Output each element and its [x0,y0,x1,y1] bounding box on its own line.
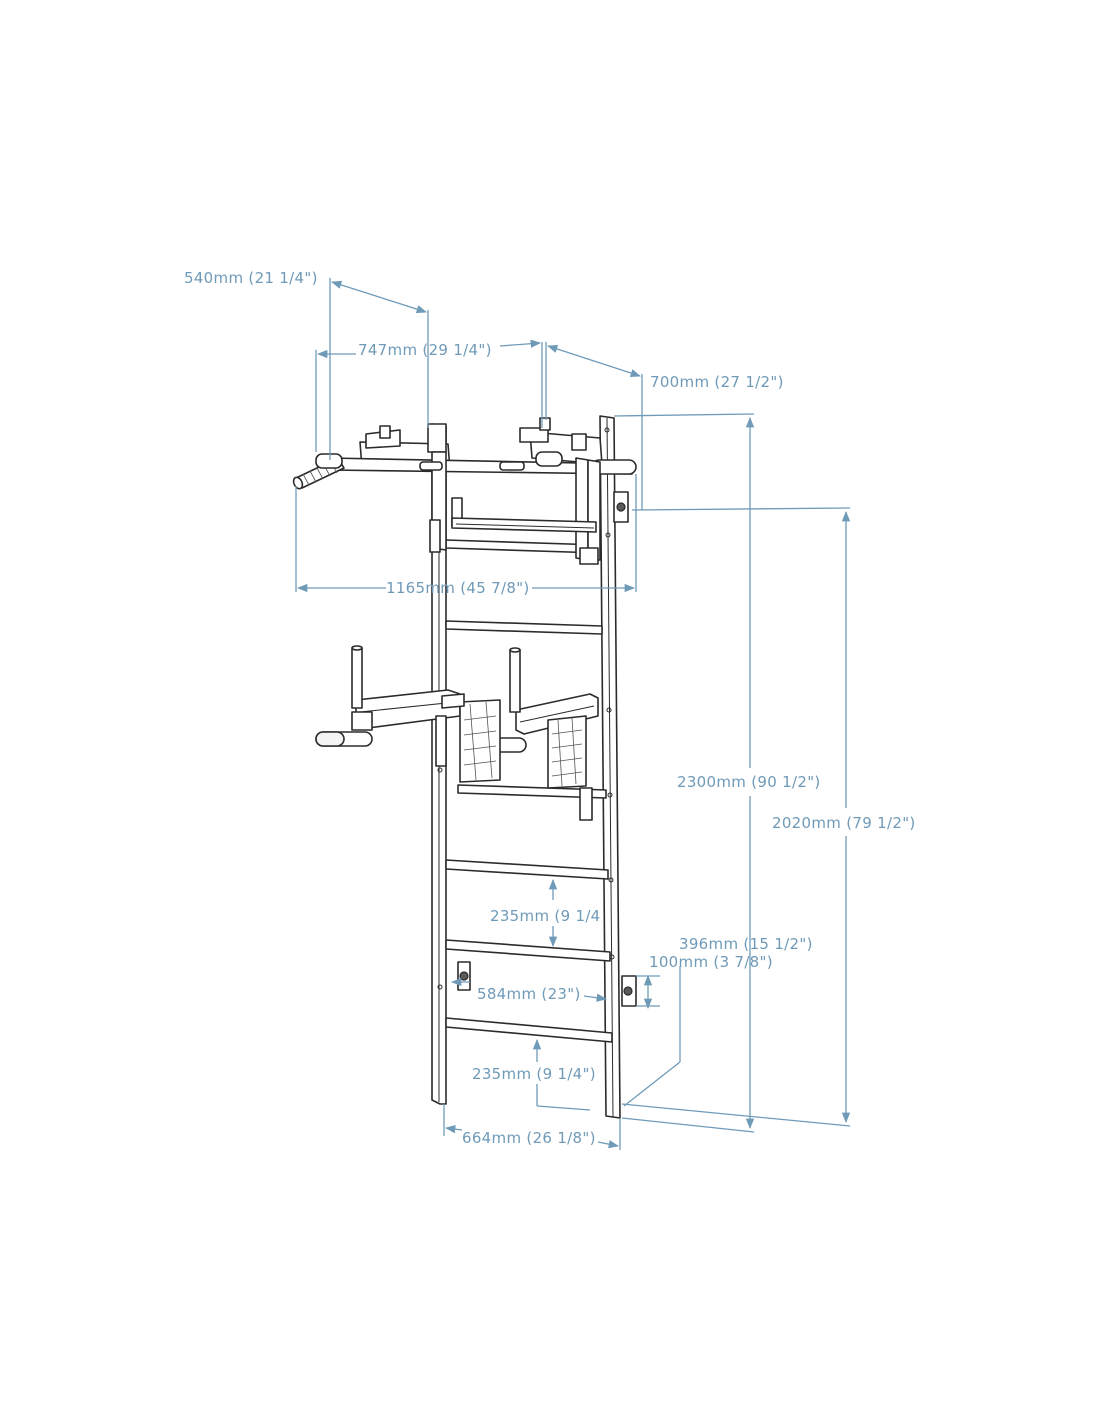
dim-label-1165: 1165mm (45 7/8") [386,579,530,597]
dim-label-700: 700mm (27 1/2") [650,373,784,391]
dimension-labels: 540mm (21 1/4") 747mm (29 1/4") 700mm (2… [184,269,916,1147]
dim-label-2020: 2020mm (79 1/2") [772,814,916,832]
dip-bars [315,645,599,821]
wall-bars-illustration [292,415,637,1119]
dim-label-664: 664mm (26 1/8") [462,1129,596,1147]
dim-label-584: 584mm (23") [477,985,581,1003]
dim-label-235-upper: 235mm (9 1/4 [490,907,601,925]
dim-label-2300: 2300mm (90 1/2") [677,773,821,791]
wall-brackets [451,491,637,1007]
pull-up-bar [292,417,637,565]
dimension-lines [295,278,851,1150]
dim-label-396: 396mm (15 1/2") [679,935,813,953]
dim-label-747: 747mm (29 1/4") [358,341,492,359]
dim-label-100: 100mm (3 7/8") [649,953,773,971]
dim-label-235-lower: 235mm (9 1/4") [472,1065,596,1083]
dim-label-540: 540mm (21 1/4") [184,269,318,287]
